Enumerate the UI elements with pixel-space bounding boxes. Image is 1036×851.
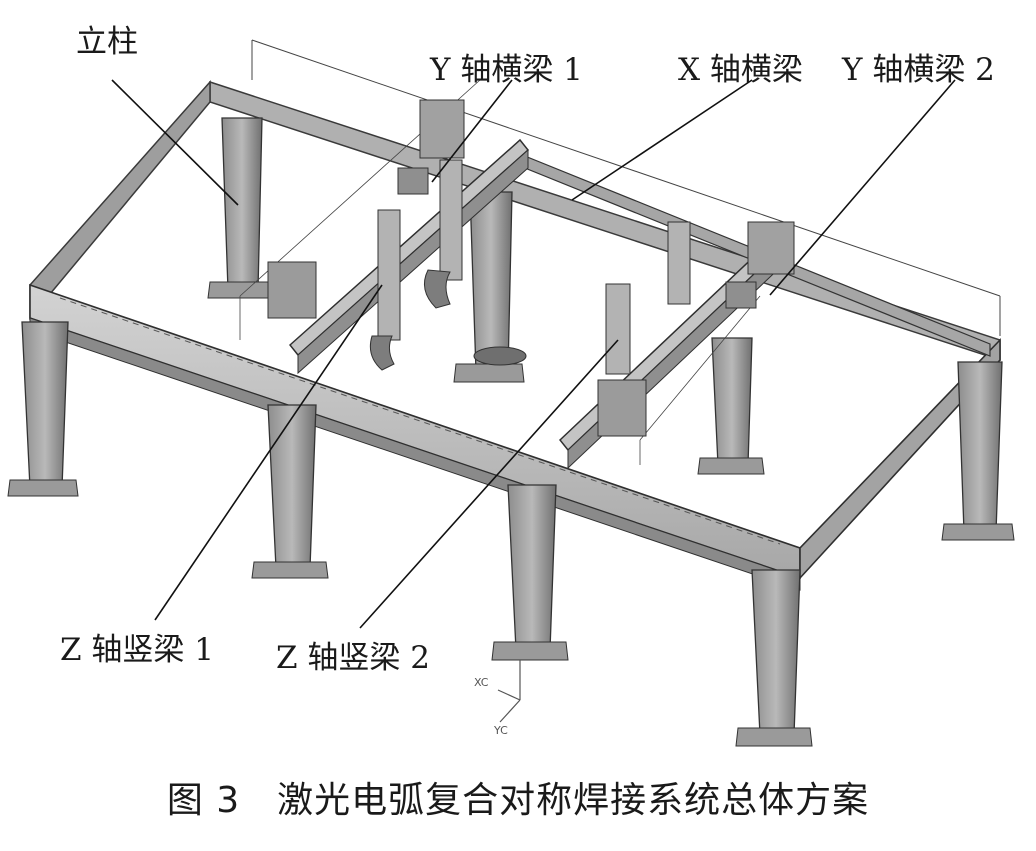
column-front-1	[7, 321, 79, 497]
label-column: 立柱	[76, 24, 138, 60]
axis-label-yc: YC	[494, 724, 508, 737]
leader-z-beam-2	[359, 339, 619, 629]
leader-x-beam	[571, 79, 753, 201]
label-z-axis-beam-2: Z 轴竖梁 2	[276, 640, 430, 676]
column-front-4	[735, 569, 813, 747]
leader-y-beam-1	[431, 79, 513, 183]
column-back-left	[207, 117, 273, 299]
back-frame	[29, 80, 1001, 362]
label-x-axis-beam: X 轴横梁	[678, 52, 803, 88]
column-front-2	[251, 404, 329, 579]
coordinate-axis-triad	[497, 660, 521, 723]
leader-z-beam-1	[154, 284, 383, 621]
x-axis-beam	[29, 283, 801, 591]
rear-railing	[251, 39, 1001, 336]
leader-lines	[111, 79, 956, 629]
column-front-right	[941, 361, 1015, 541]
column-front-3	[491, 484, 569, 661]
leader-column	[111, 79, 239, 206]
column-back-mid	[453, 191, 525, 383]
label-z-axis-beam-1: Z 轴竖梁 1	[60, 632, 214, 668]
label-y-axis-beam-2: Y 轴横梁 2	[842, 52, 995, 88]
z-axis-beam-1	[369, 159, 527, 371]
back-columns	[207, 117, 765, 475]
z-axis-beam-2	[605, 221, 757, 375]
column-back-right	[697, 337, 765, 475]
front-columns	[7, 321, 1015, 747]
leader-y-beam-2	[769, 79, 956, 296]
axis-label-xc: XC	[474, 676, 489, 689]
figure-caption: 图 3 激光电弧复合对称焊接系统总体方案	[166, 780, 870, 821]
label-y-axis-beam-1: Y 轴横梁 1	[430, 52, 583, 88]
